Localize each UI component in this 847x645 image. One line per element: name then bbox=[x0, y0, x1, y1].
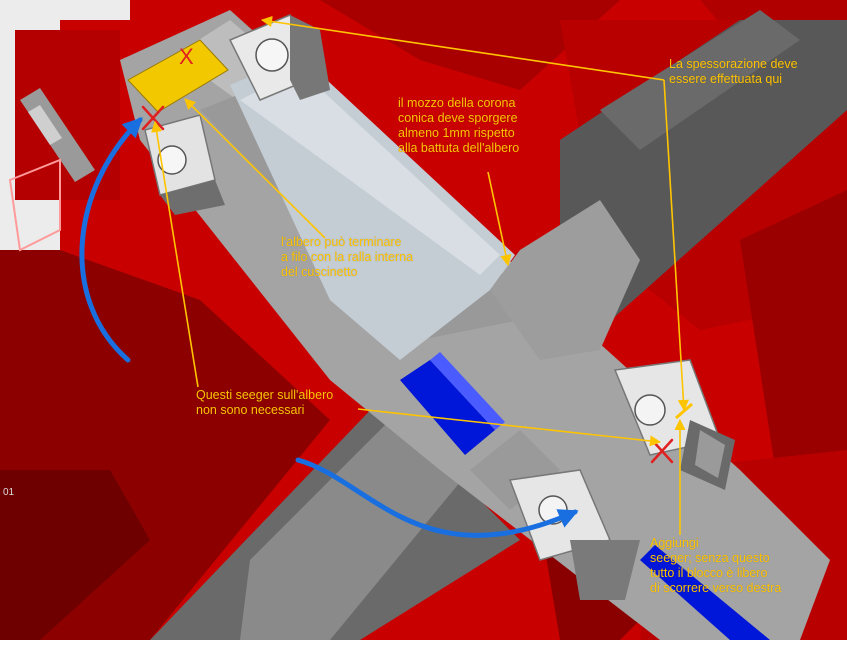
left-housing-recess bbox=[15, 30, 120, 200]
top-middle-shade bbox=[320, 0, 620, 90]
annotation-seeger-albero: Questi seeger sull'albero non sono neces… bbox=[196, 388, 334, 417]
lower-gear-block bbox=[240, 420, 470, 640]
annotation-spessorazione: La spessorazione deve essere effettuata … bbox=[669, 57, 798, 86]
shaft-shoulder-block bbox=[490, 200, 640, 360]
right-side-shade bbox=[740, 190, 847, 500]
leader-spessorazione-right bbox=[663, 79, 689, 412]
blue-arrow-bottom bbox=[295, 457, 579, 538]
edge-label: 01 bbox=[3, 487, 15, 498]
annotation-mozzo: il mozzo della corona conica deve sporge… bbox=[398, 96, 520, 155]
bevel-gear-hub-face bbox=[240, 70, 500, 275]
right-gear-shaft-face bbox=[600, 10, 800, 150]
right-bearing bbox=[613, 359, 735, 490]
annotation-leaders bbox=[151, 15, 689, 535]
seeger-add-mark bbox=[675, 402, 693, 420]
leader-albero bbox=[184, 98, 326, 239]
bottom-blue-part bbox=[640, 545, 770, 640]
leader-spessorazione-top bbox=[260, 15, 665, 81]
left-stub-highlight bbox=[28, 105, 62, 145]
annotation-albero: l'albero può terminare a filo con la ral… bbox=[281, 235, 414, 279]
spacer-x-mark: X bbox=[179, 44, 194, 69]
leader-mozzo bbox=[487, 171, 512, 267]
top-bearing bbox=[228, 14, 330, 101]
leader-seeger-right bbox=[357, 408, 662, 447]
blue-arrow-left bbox=[79, 117, 143, 363]
bottom-left-shadow bbox=[0, 470, 150, 640]
shaft-key bbox=[400, 360, 495, 455]
annotation-aggiungi: Aggiungi seeger; senza questo tutto il b… bbox=[650, 536, 782, 595]
yellow-spacer bbox=[127, 39, 229, 113]
lower-gear-teeth bbox=[470, 430, 560, 510]
leader-seeger-left bbox=[151, 120, 199, 388]
left-housing-edge bbox=[8, 158, 61, 252]
shaft-key-edge bbox=[430, 352, 505, 430]
left-bearing bbox=[144, 114, 225, 215]
